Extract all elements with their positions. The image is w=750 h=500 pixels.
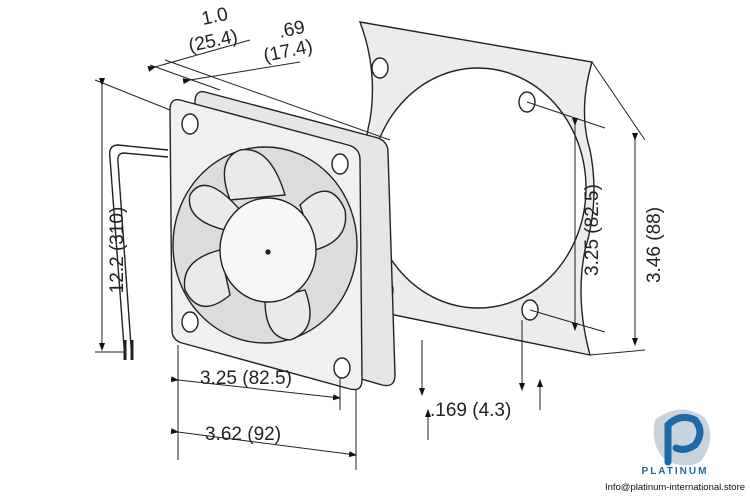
dimension-lines — [94, 39, 646, 470]
finger-guard-gasket — [358, 21, 595, 356]
height-label: 3.46 (88) — [644, 207, 665, 283]
fan-depth-mm-label: (17.4) — [262, 36, 315, 67]
hole-diameter-label: .169 (4.3) — [430, 400, 511, 421]
logo-email-text: Info@platinum-international.store — [604, 482, 746, 493]
hole-spacing-vertical-label: 3.25 (82.5) — [582, 184, 603, 276]
hole-spacing-horizontal-label: 3.25 (82.5) — [200, 368, 292, 389]
depth-in-label: 1.0 — [200, 4, 230, 30]
logo-brand-text: PLATINUM — [641, 466, 709, 477]
depth-mm-label: (25.4) — [187, 26, 240, 57]
lead-length-label: 12.2 (310) — [107, 207, 128, 294]
fan-blades — [183, 148, 347, 341]
lead-wire — [108, 144, 169, 361]
hub-center-dot — [265, 249, 271, 255]
width-label: 3.62 (92) — [205, 424, 281, 445]
platinum-logo-icon — [653, 409, 711, 466]
